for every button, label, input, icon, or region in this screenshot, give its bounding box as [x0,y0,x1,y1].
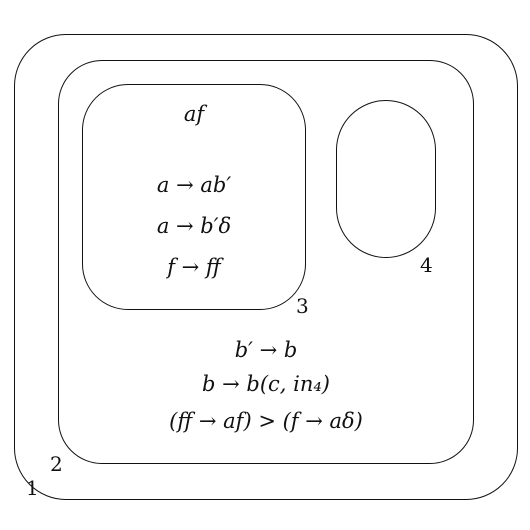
membrane-4-label: 4 [420,253,433,277]
membrane-2-label: 2 [50,452,63,476]
membrane-2-rule-2: b → b(c, in₄) [202,372,330,396]
membrane-2 [58,60,474,464]
membrane-1-skin [14,34,518,500]
membrane-3-objects: af [183,102,205,126]
membrane-2-rule-3: (ff → af) > (f → aδ) [169,409,363,433]
membrane-1-label: 1 [26,476,39,500]
membrane-3-rule-1: a → ab′ [156,173,232,197]
membrane-4 [336,100,436,258]
membrane-2-rule-1: b′ → b [234,338,298,362]
membrane-3-rule-2: a → b′δ [156,214,232,238]
membrane-3-rule-3: f → ff [167,255,221,279]
membrane-3-label: 3 [296,294,309,318]
membrane-3 [82,84,306,310]
